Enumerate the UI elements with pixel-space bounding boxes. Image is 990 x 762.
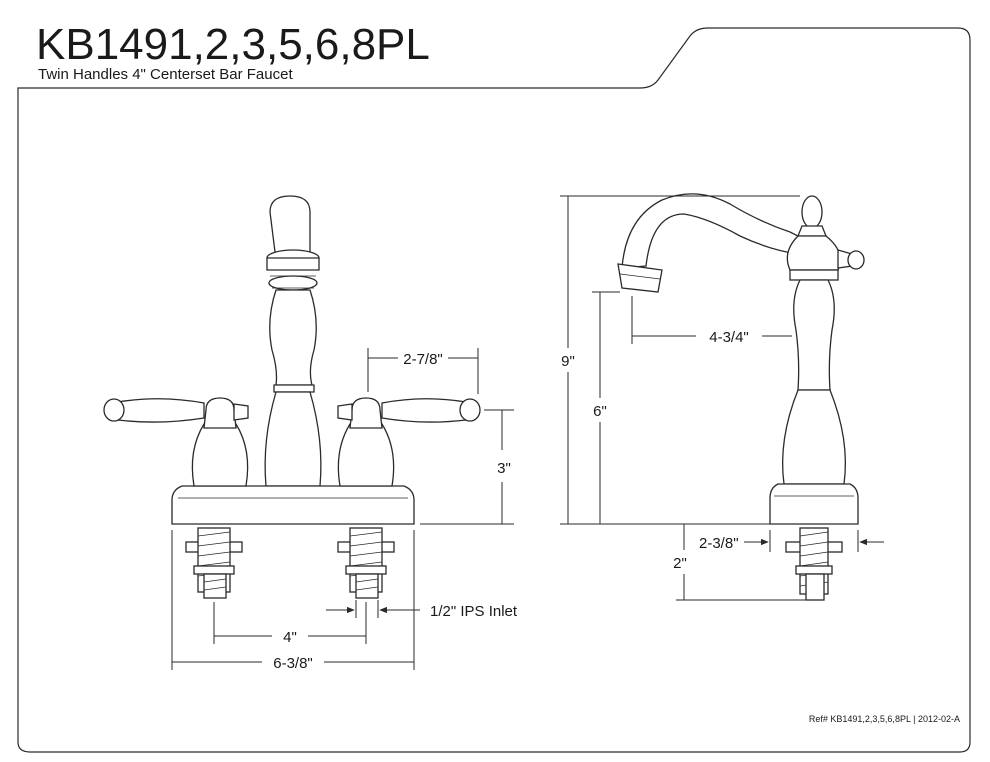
dim-spout-reach: 4-3/4" <box>631 296 792 346</box>
dim-label-overall-width: 6-3/8" <box>273 655 313 672</box>
side-spout <box>621 193 799 269</box>
product-subtitle: Twin Handles 4" Centerset Bar Faucet <box>38 66 293 83</box>
dim-centers: 4" <box>213 602 367 646</box>
front-deck-plate <box>171 485 415 525</box>
side-shank <box>785 527 843 601</box>
front-shank-right <box>337 527 395 599</box>
dim-label-spout-height: 6" <box>593 403 607 420</box>
front-shank-left <box>185 527 243 599</box>
side-view <box>617 193 865 601</box>
front-right-handle <box>337 397 481 487</box>
dim-label-shank-length: 2" <box>673 555 687 572</box>
front-spout <box>269 195 311 261</box>
dim-label-handle-offset: 2-7/8" <box>403 351 443 368</box>
dim-shank-length: 2" <box>673 523 806 601</box>
dim-label-inlet: 1/2" IPS Inlet <box>430 603 518 620</box>
front-left-handle <box>103 397 249 487</box>
reference-note: Ref# KB1491,2,3,5,6,8PL | 2012-02-A <box>809 714 960 724</box>
dim-handle-height: 3" <box>420 409 514 525</box>
dim-label-handle-height: 3" <box>497 460 511 477</box>
model-number: KB1491,2,3,5,6,8PL <box>36 20 430 69</box>
dim-label-spout-reach: 4-3/4" <box>709 329 749 346</box>
dim-label-overall-height: 9" <box>561 353 575 370</box>
dim-label-centers: 4" <box>283 629 297 646</box>
dim-overall-width: 6-3/8" <box>171 530 415 672</box>
dim-label-base-depth: 2-3/8" <box>699 535 739 552</box>
dim-inlet: 1/2" IPS Inlet <box>326 600 518 620</box>
dim-handle-offset: 2-7/8" <box>367 348 479 394</box>
side-deck-plate <box>769 483 859 525</box>
front-view <box>103 195 481 599</box>
front-body <box>269 289 317 386</box>
dim-spout-height: 6" <box>592 291 620 524</box>
drawing-frame <box>17 27 971 753</box>
dim-base-depth: 2-3/8" <box>699 530 884 552</box>
